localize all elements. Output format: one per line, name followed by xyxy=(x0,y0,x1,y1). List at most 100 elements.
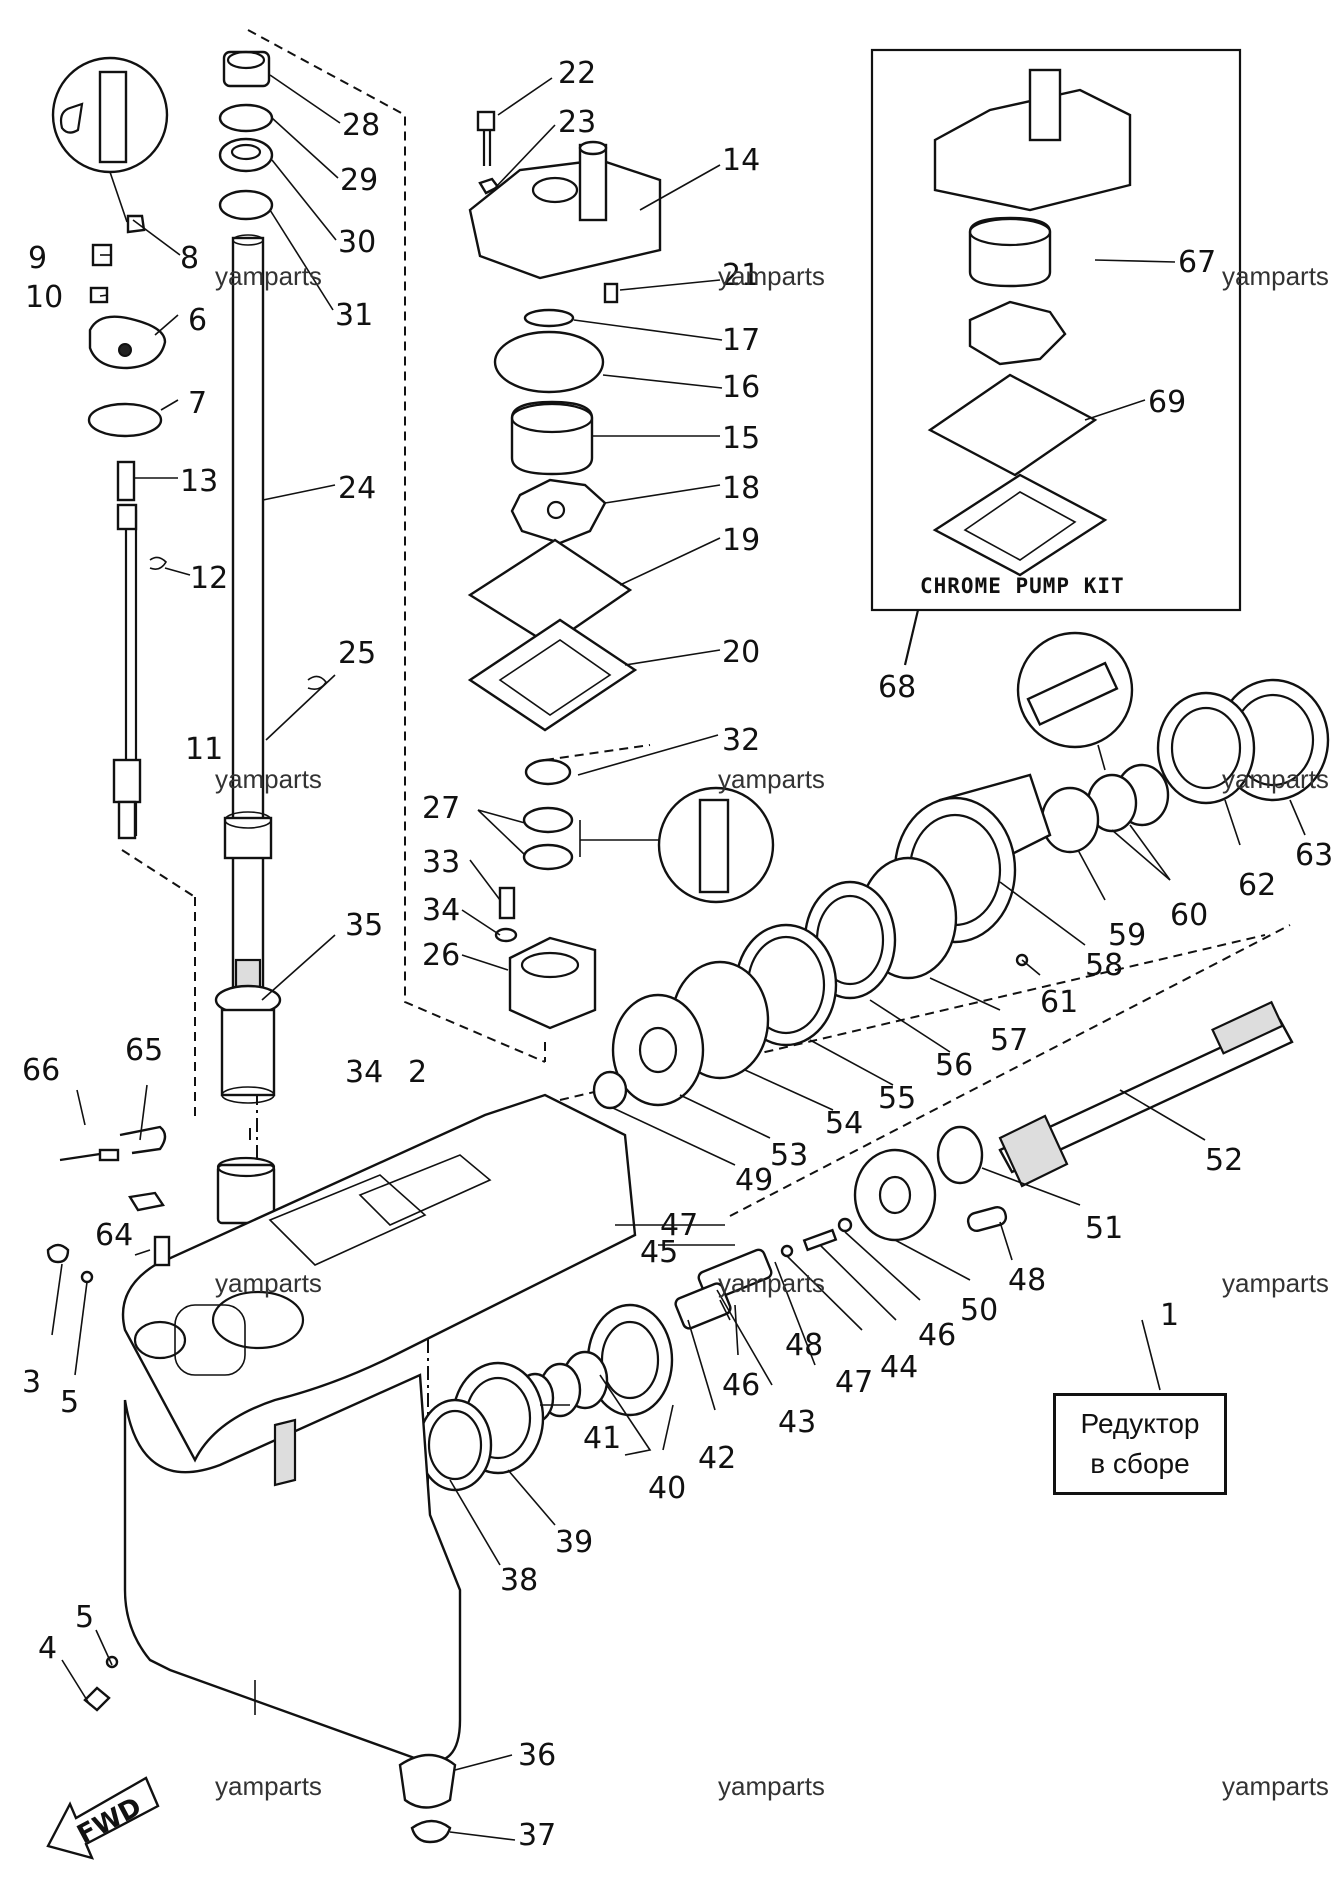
chrome-pump-kit-box: CHROME PUMP KIT xyxy=(870,48,1242,666)
callout-19: 19 xyxy=(722,523,760,558)
part-14-tube xyxy=(578,143,608,222)
callout-41: 40 xyxy=(648,1471,686,1506)
callout-15: 15 xyxy=(722,421,760,456)
assembly-label-box: Редуктор в сборе xyxy=(1053,1393,1227,1495)
callout-27: 27 xyxy=(422,791,460,826)
callout-56: 55 xyxy=(878,1081,916,1116)
part-4-plug xyxy=(83,1686,111,1712)
part-11-shift-rod-top xyxy=(116,503,138,531)
callout-18: 18 xyxy=(722,471,760,506)
callout-34: 34 xyxy=(422,893,460,928)
watermark: yamparts xyxy=(718,261,825,291)
part-kit-impeller xyxy=(968,300,1067,366)
part-34-washer xyxy=(494,927,518,943)
watermark: yamparts xyxy=(215,261,322,291)
callout-67: 66 xyxy=(22,1053,60,1088)
part-27-seal-lower xyxy=(522,843,574,871)
part-19-plate xyxy=(467,538,633,647)
part-16-liner xyxy=(493,330,605,394)
part-6-lever xyxy=(88,315,167,370)
callout-63: 62 xyxy=(1238,868,1276,903)
callout-13: 13 xyxy=(180,464,218,499)
callout-53: 52 xyxy=(1205,1143,1243,1178)
callout-48: 47 xyxy=(660,1208,698,1243)
callout-65: 64 xyxy=(95,1218,133,1253)
callout-3: 3 xyxy=(22,1365,41,1400)
callout-54: 53 xyxy=(770,1138,808,1173)
callout-21: 21 xyxy=(722,258,760,293)
part-5-washer xyxy=(80,1270,94,1284)
part-45-spring xyxy=(802,1228,838,1252)
leader-lines xyxy=(51,74,1306,1841)
watermark: yamparts xyxy=(718,1771,825,1801)
part-60-bearing xyxy=(1040,786,1100,854)
part-22-bolt-head xyxy=(476,110,496,132)
water-pump-assembly xyxy=(467,110,775,1030)
callout-39: 38 xyxy=(500,1563,538,1598)
part-52-spring xyxy=(936,1125,984,1185)
watermark: yamparts xyxy=(215,1268,322,1298)
callout-45: 44 xyxy=(880,1350,918,1385)
kit-box-title: CHROME PUMP KIT xyxy=(920,574,1125,598)
part-69-insert xyxy=(968,216,1052,288)
part-53-shaft xyxy=(998,1018,1294,1174)
callout-50: 49 xyxy=(735,1163,773,1198)
watermark: yamparts xyxy=(718,1268,825,1298)
callout-labels: 1 2 3 4 5 5 6 7 8 9 10 11 12 13 14 15 16… xyxy=(22,56,1333,1853)
part-26-housing xyxy=(508,936,597,1030)
part-2-housing-top xyxy=(121,1093,637,1463)
callout-70: 69 xyxy=(1148,385,1186,420)
callout-68: 68 xyxy=(878,670,916,705)
callout-64: 63 xyxy=(1295,838,1333,873)
callout-62: 61 xyxy=(1040,985,1078,1020)
part-17-oring xyxy=(523,308,575,328)
callout-5b: 5 xyxy=(75,1600,94,1635)
callout-11: 11 xyxy=(185,732,223,767)
part-51-clutch xyxy=(853,1148,937,1242)
callout-38: 37 xyxy=(518,1818,556,1853)
callout-24: 24 xyxy=(338,471,376,506)
callout-2: 2 xyxy=(408,1055,427,1090)
callout-46b: 46 xyxy=(722,1368,760,1403)
callout-42: 41 xyxy=(583,1421,621,1456)
part-15-insert xyxy=(510,400,594,476)
callout-55: 54 xyxy=(825,1106,863,1141)
callout-29: 29 xyxy=(340,163,378,198)
part-37-pinion xyxy=(398,1753,457,1809)
part-kit-housing xyxy=(933,88,1132,212)
callout-33: 33 xyxy=(422,845,460,880)
callout-10: 10 xyxy=(25,280,63,315)
part-14-pump-housing xyxy=(468,158,662,280)
callout-14: 14 xyxy=(722,143,760,178)
callout-66: 65 xyxy=(125,1033,163,1068)
callout-8: 8 xyxy=(180,241,199,276)
callout-59: 58 xyxy=(1085,948,1123,983)
part-8-bracket xyxy=(126,214,146,234)
part-18-impeller xyxy=(510,478,607,545)
part-29-washer xyxy=(218,103,274,133)
part-hose-clip xyxy=(128,1191,165,1212)
callout-37: 36 xyxy=(518,1738,556,1773)
callout-40: 39 xyxy=(555,1525,593,1560)
callout-25: 25 xyxy=(338,636,376,671)
callout-48b: 48 xyxy=(785,1328,823,1363)
watermark: yamparts xyxy=(1222,764,1329,794)
lower-unit-housing xyxy=(46,1093,637,1763)
callout-43: 42 xyxy=(698,1441,736,1476)
forward-gear-assembly xyxy=(417,1303,674,1492)
callout-58: 57 xyxy=(990,1023,1028,1058)
callout-51: 50 xyxy=(960,1293,998,1328)
part-50-ring xyxy=(592,1070,628,1110)
callout-46: 45 xyxy=(640,1235,678,1270)
callout-30: 30 xyxy=(338,225,376,260)
part-11-shift-rod-joint xyxy=(112,758,142,804)
callout-57: 56 xyxy=(935,1048,973,1083)
callout-35: 34 xyxy=(345,1055,383,1090)
callout-22: 22 xyxy=(558,56,596,91)
part-3-plug xyxy=(46,1243,70,1264)
callout-16: 16 xyxy=(722,370,760,405)
callout-17: 17 xyxy=(722,323,760,358)
shift-rod-assembly xyxy=(51,56,169,840)
callout-69: 67 xyxy=(1178,245,1216,280)
